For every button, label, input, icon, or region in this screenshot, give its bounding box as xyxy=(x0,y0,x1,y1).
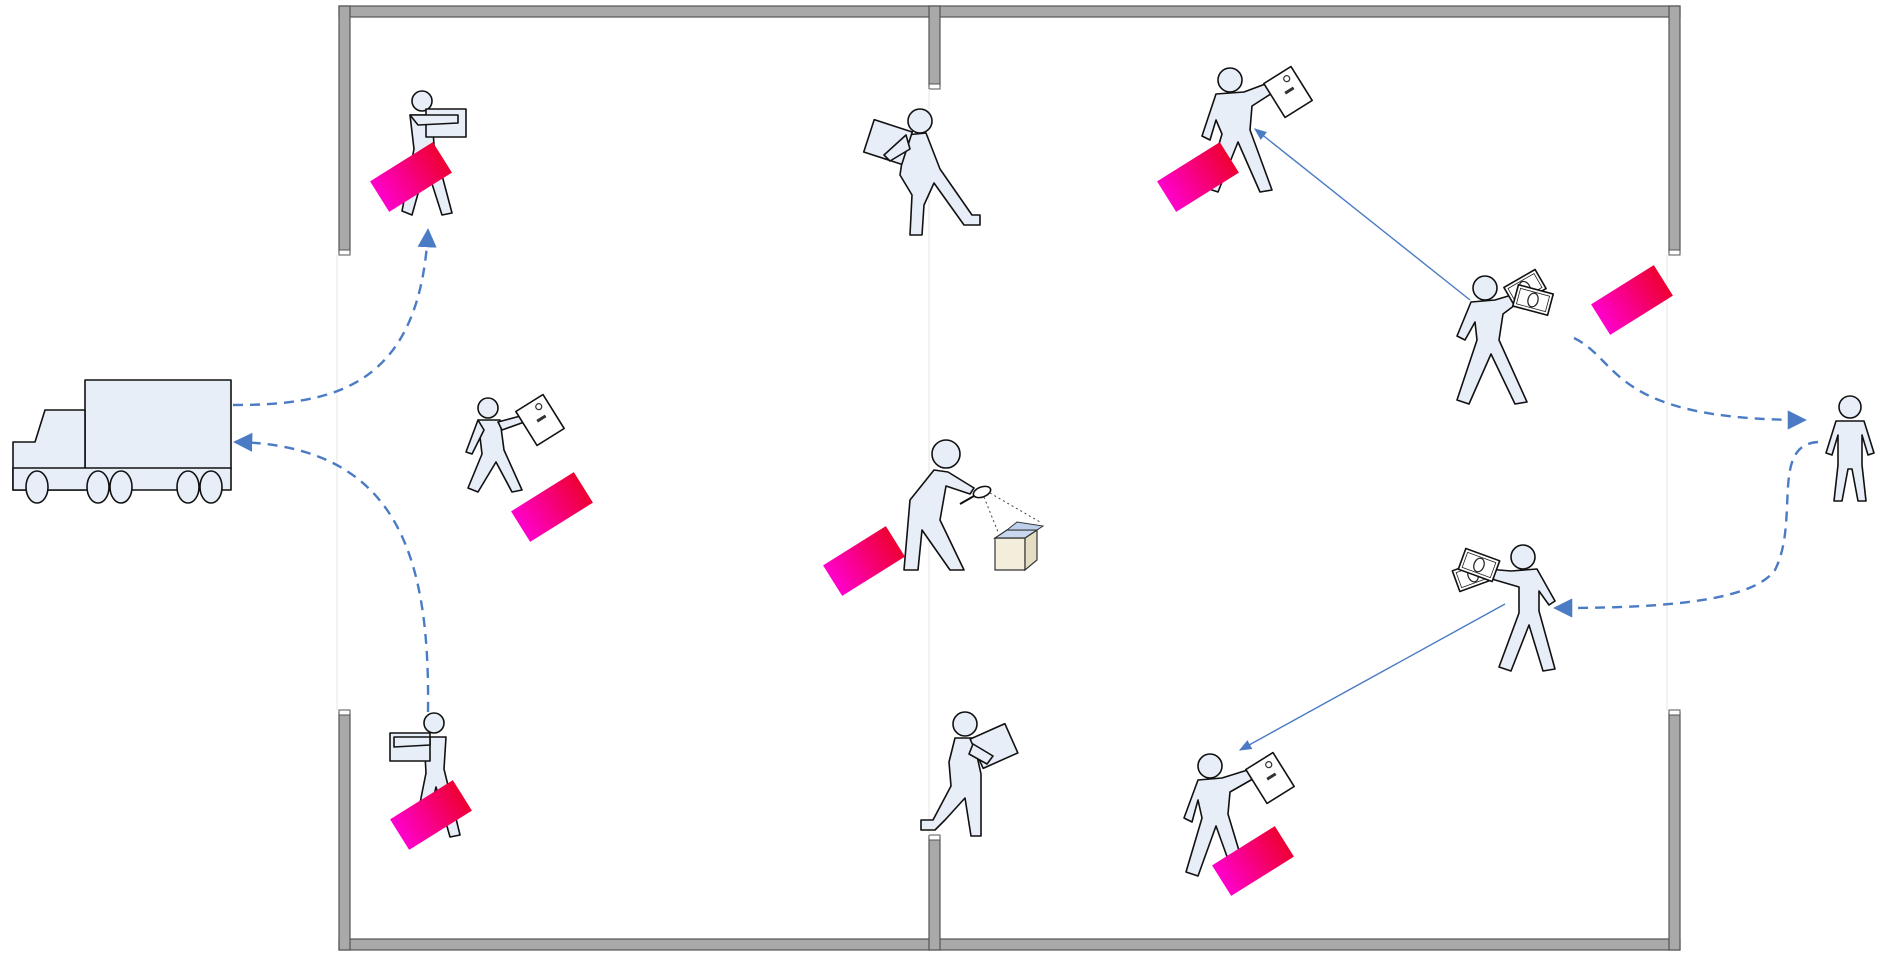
flow-cashier-to-customer xyxy=(1574,338,1805,420)
worker-inspecting-box-icon xyxy=(904,440,974,570)
worker-carrying-box-bottom-icon xyxy=(921,712,1018,836)
right-wall-upper xyxy=(1669,6,1680,252)
building-walls xyxy=(337,6,1680,950)
flow-truck-to-receiver xyxy=(233,230,428,405)
right-wall-lower xyxy=(1669,713,1680,950)
open-box-icon xyxy=(995,522,1043,570)
flow-customer-to-cashier xyxy=(1555,442,1818,608)
link-cashier-to-clerk-bottom xyxy=(1240,604,1505,750)
tag-inspector xyxy=(823,526,905,596)
left-wall-lower xyxy=(339,713,350,950)
bottom-wall xyxy=(339,939,1680,950)
link-cashier-to-clerk-top xyxy=(1255,129,1470,300)
worker-with-document-icon xyxy=(466,395,564,492)
tag-cashier-top xyxy=(1591,265,1673,335)
top-wall xyxy=(339,6,1680,17)
flow-shipper-to-truck xyxy=(235,442,428,712)
tag-worker-left xyxy=(511,472,593,542)
worker-with-money-bottom-icon xyxy=(1452,545,1555,671)
flow-arrows xyxy=(233,230,1818,712)
delivery-truck-icon xyxy=(13,380,231,503)
left-wall-upper xyxy=(339,6,350,252)
worker-carrying-box-icon xyxy=(864,109,980,235)
customer-icon xyxy=(1826,396,1874,501)
handoff-lines xyxy=(1240,129,1505,750)
middle-wall-upper xyxy=(929,6,940,86)
worker-with-money-icon xyxy=(1457,269,1553,404)
middle-wall-lower xyxy=(929,837,940,950)
